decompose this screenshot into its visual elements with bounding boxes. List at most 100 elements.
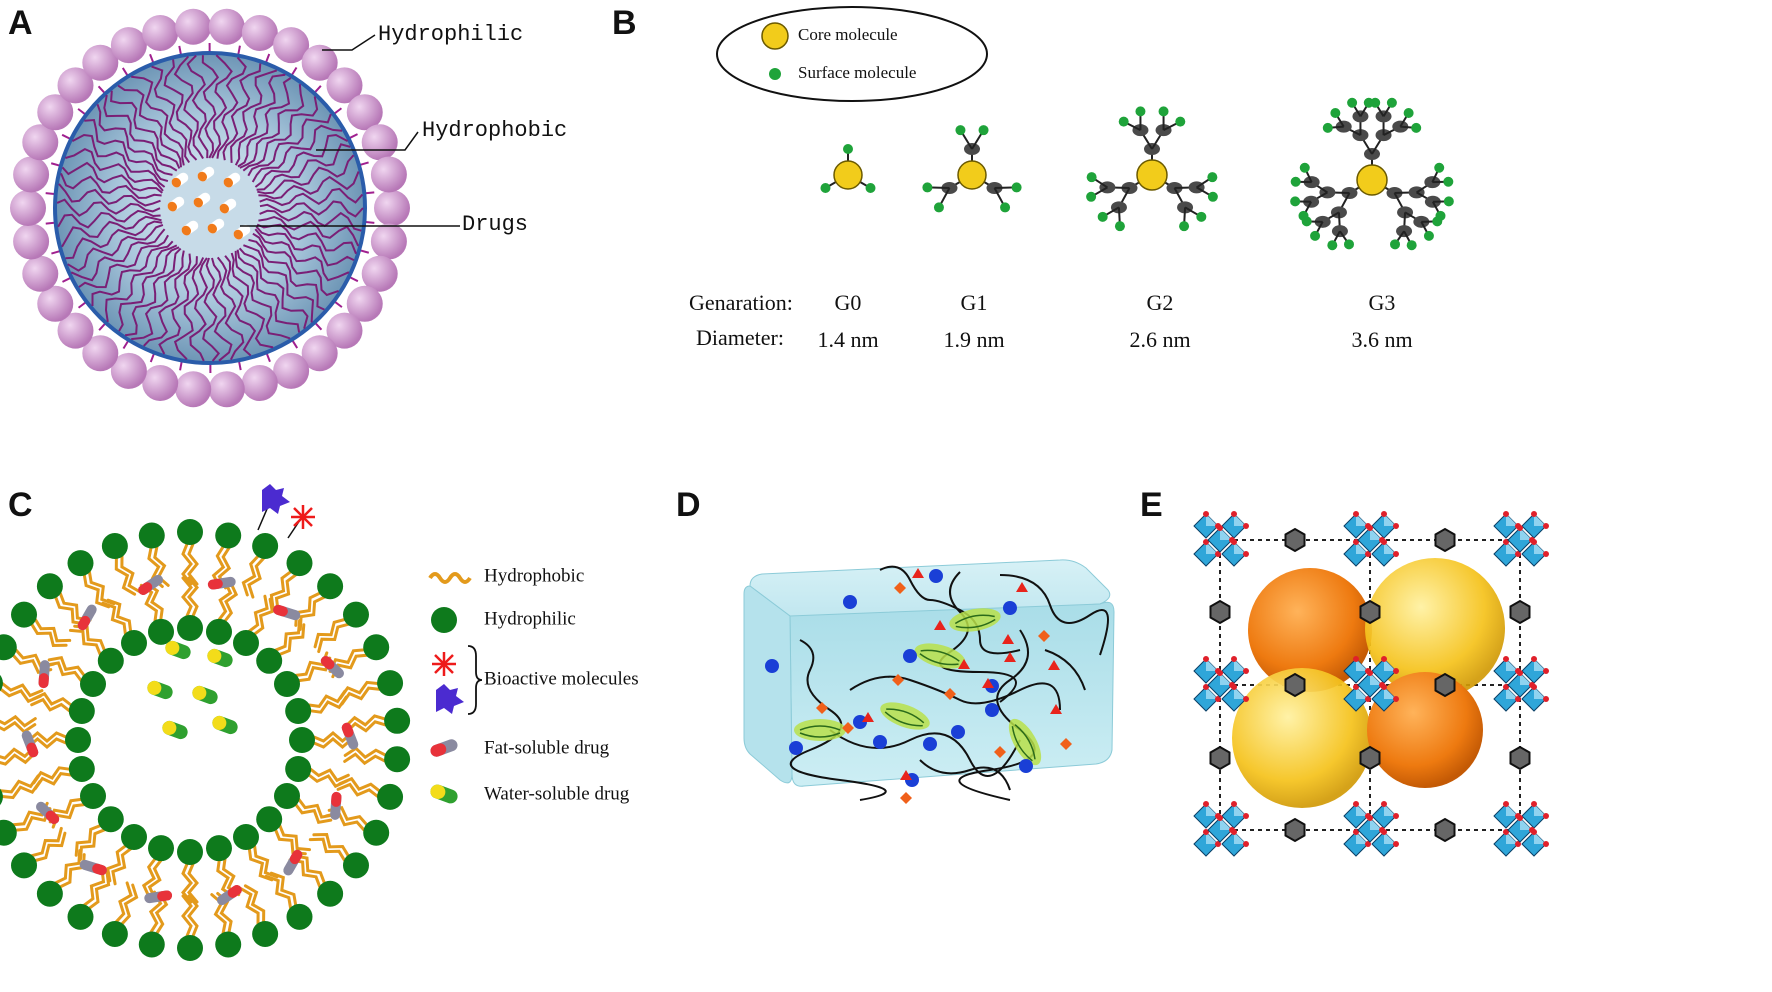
hydrophobic-tail — [243, 884, 266, 924]
hydrophobic-chain — [211, 54, 233, 159]
legend-bioactive-brace — [467, 645, 483, 715]
hydrophobic-chain — [252, 232, 339, 297]
oxygen-atom — [1215, 551, 1221, 557]
hydrophobic-tail — [30, 622, 68, 648]
oxygen-atom — [1393, 668, 1399, 674]
oxygen-atom — [1543, 813, 1549, 819]
hydrophobic-tail — [336, 782, 380, 798]
water-soluble-drug — [207, 648, 233, 668]
metal-node-facet — [1534, 514, 1546, 526]
hydrophobic-chain — [124, 247, 182, 337]
oxygen-atom — [1353, 801, 1359, 807]
drug-yellow-end — [207, 648, 222, 663]
drug-capsule — [181, 220, 199, 236]
hydrophobic-tail — [54, 595, 88, 626]
surface-molecule — [1443, 176, 1454, 187]
legend-bioactive-label: Bioactive molecules — [484, 668, 639, 689]
drug-yellow-end — [162, 720, 177, 735]
hydrophobic-tail — [101, 601, 127, 636]
surface-molecule — [1118, 116, 1129, 127]
hydrophobic-chain — [158, 256, 198, 355]
hydrophobic-tail — [307, 689, 347, 709]
hydrophobic-tail — [181, 894, 193, 938]
oxygen-atom — [1365, 841, 1371, 847]
hydrophilic-head — [175, 8, 212, 45]
surface-molecule — [1290, 176, 1301, 187]
fat-soluble-drug — [21, 730, 39, 758]
capsule-orange — [181, 225, 191, 236]
surface-molecule — [978, 125, 989, 136]
polymer-fiber — [919, 759, 1011, 791]
oxygen-atom — [1503, 829, 1509, 835]
hydrophobic-chain — [259, 209, 362, 232]
metal-node-facet — [1356, 832, 1368, 844]
drug-red-end — [273, 604, 288, 617]
hydrophilic-head — [370, 223, 407, 260]
surface-molecule — [1114, 221, 1125, 232]
hydrophobic-tail — [147, 859, 163, 900]
oxygen-atom — [1243, 523, 1249, 529]
blue-particle — [923, 737, 937, 751]
hydrophobic-chain — [56, 198, 161, 217]
crosslink-strands — [884, 708, 925, 727]
bioactive-blue-molecule — [262, 484, 290, 514]
oxygen-atom — [1529, 537, 1535, 543]
hydrophobic-chain — [259, 200, 364, 218]
metal-node-facet — [1534, 659, 1546, 671]
fat-soluble-drug — [79, 859, 107, 876]
water-soluble-drug — [147, 680, 173, 700]
hydrophobic-tail — [309, 695, 348, 714]
hydrophilic-head — [363, 634, 390, 661]
core-molecule — [1136, 159, 1168, 191]
hydrophobic-chain — [70, 228, 166, 282]
surface-molecule — [1299, 162, 1310, 173]
hydrophobic-chain — [247, 113, 332, 177]
surface-molecule — [1097, 211, 1108, 222]
drug-red-end — [45, 810, 60, 825]
legend-hydrophilic-label: Hydrophilic — [484, 608, 576, 629]
hydrophobic-tail — [247, 847, 274, 882]
red-triangle — [1002, 634, 1014, 644]
metal-node-facet — [1384, 687, 1396, 699]
generation-row-label: Genaration: — [689, 290, 793, 315]
capsule-orange — [197, 171, 207, 182]
legend-water-drug-icon — [430, 784, 458, 804]
hydrophobic-tail — [187, 542, 199, 586]
crosslink-blob — [1008, 718, 1042, 766]
oxygen-atom — [1529, 682, 1535, 688]
hydrophobic-tail — [26, 731, 68, 743]
hydrophobic-tail — [78, 828, 106, 861]
metal-node-facet — [1506, 804, 1518, 816]
drug-red-end — [138, 582, 153, 595]
diameter-value: 2.6 nm — [1129, 327, 1190, 352]
oxygen-atom — [1515, 551, 1521, 557]
linker-ring — [1359, 745, 1381, 771]
hydrophobic-chain — [256, 143, 351, 191]
panel-a-letter: A — [8, 4, 33, 42]
hydrophobic-tail — [0, 714, 37, 728]
polymer-fiber — [789, 639, 887, 801]
orange-diamond — [900, 792, 912, 804]
hydrophilic-head — [57, 67, 94, 104]
hydrophilic-head — [273, 783, 300, 809]
drug-red-end — [77, 615, 91, 631]
oxygen-atom — [1379, 682, 1385, 688]
hydrophobic-chain — [237, 77, 292, 168]
fat-soluble-drug — [216, 885, 242, 906]
hydrophilic-head — [289, 727, 315, 753]
hydrophilic-head — [285, 698, 312, 725]
hydrophobic-tail — [82, 573, 111, 609]
hydrophilic-head — [138, 931, 165, 958]
fat-soluble-drug — [273, 604, 301, 621]
hydrophobic-chain — [110, 90, 181, 169]
gel-left-face — [743, 585, 793, 784]
pore-sphere-orange-1 — [1248, 568, 1372, 692]
blue-particle — [1019, 759, 1033, 773]
drug-yellow-end — [165, 640, 180, 655]
oxygen-atom — [1393, 551, 1399, 557]
hydrophobic-tail — [253, 597, 274, 636]
orange-diamond — [994, 746, 1006, 758]
red-triangle — [958, 659, 970, 669]
hydrophobic-tail — [0, 751, 37, 766]
hydrophilic-head — [142, 14, 179, 51]
